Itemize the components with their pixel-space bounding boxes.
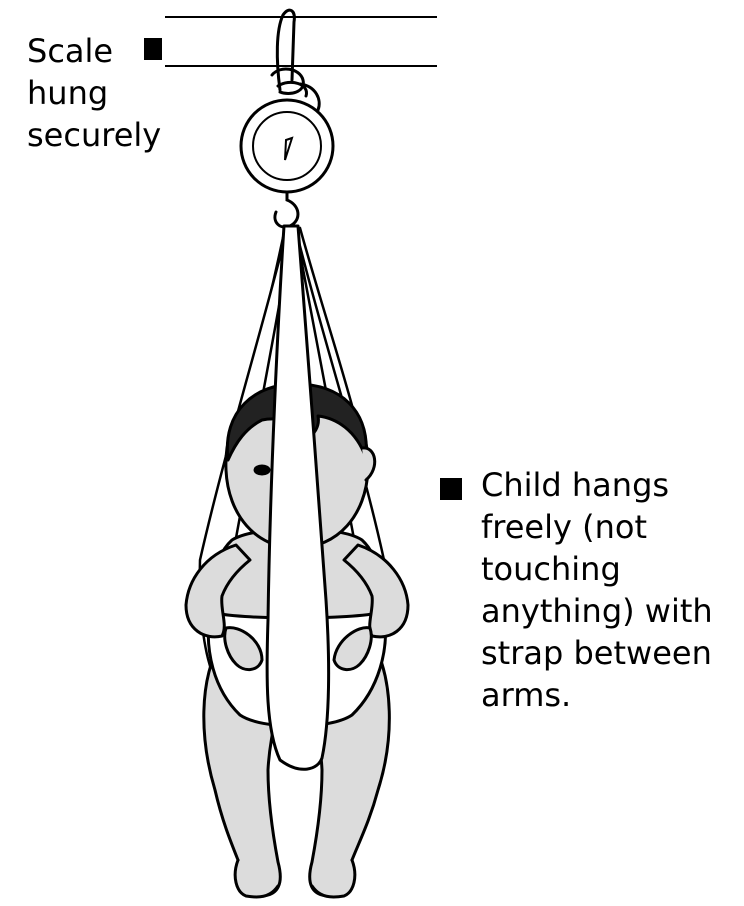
support-beam [165,17,437,66]
lower-hook [275,192,298,227]
left-eye [255,466,269,474]
scale-dial [241,100,333,192]
